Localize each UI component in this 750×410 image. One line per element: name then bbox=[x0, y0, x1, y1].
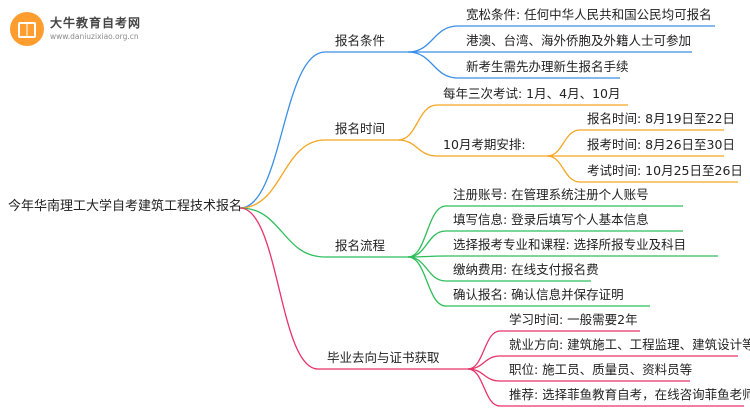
time-item: 10月考期安排: bbox=[443, 137, 526, 152]
graduation-item: 就业方向: 建筑施工、工程监理、建筑设计等 bbox=[509, 337, 750, 352]
connector bbox=[397, 104, 438, 141]
connector-root-to-branch bbox=[239, 207, 326, 258]
branch-graduation-certificate: 毕业去向与证书获取 bbox=[327, 350, 440, 365]
branch-registration-process: 报名流程 bbox=[335, 238, 386, 253]
branch-registration-conditions: 报名条件 bbox=[335, 33, 386, 48]
connector bbox=[407, 256, 447, 282]
connector-root-to-branch bbox=[239, 139, 326, 209]
root-node: 今年华南理工大学自考建筑工程技术报名 bbox=[8, 199, 243, 214]
connector bbox=[546, 155, 581, 183]
condition-item: 宽松条件: 任何中华人民共和国公民均可报名 bbox=[466, 7, 712, 22]
connector bbox=[407, 51, 459, 79]
connector bbox=[407, 230, 447, 258]
branch-registration-time: 报名时间 bbox=[335, 121, 386, 136]
connector bbox=[397, 139, 438, 157]
process-step: 选择报考专业和课程: 选择所报专业及科目 bbox=[453, 237, 687, 252]
connector-root-to-branch bbox=[239, 207, 319, 370]
october-schedule-item: 报考时间: 8月26日至30日 bbox=[587, 137, 735, 152]
graduation-item: 学习时间: 一般需要2年 bbox=[509, 312, 638, 327]
time-item: 每年三次考试: 1月、4月、10月 bbox=[443, 86, 621, 101]
connector bbox=[407, 256, 447, 307]
connector bbox=[407, 25, 459, 53]
october-schedule-item: 报名时间: 8月19日至22日 bbox=[587, 111, 735, 126]
connector-root-to-branch bbox=[239, 51, 326, 209]
logo-title: 大牛教育自考网 bbox=[50, 16, 142, 30]
process-step: 确认报名: 确认信息并保存证明 bbox=[453, 287, 624, 302]
logo-url: www.daniuzixiao.org.cn bbox=[50, 32, 139, 41]
connector bbox=[407, 205, 447, 258]
graduation-item: 推荐: 选择菲鱼教育自考，在线咨询菲鱼老师 bbox=[509, 387, 750, 402]
logo: 大牛教育自考网 www.daniuzixiao.org.cn bbox=[10, 10, 145, 50]
condition-item: 新考生需先办理新生报名手续 bbox=[466, 59, 629, 74]
connector bbox=[467, 330, 501, 370]
condition-item: 港澳、台湾、海外侨胞及外籍人士可参加 bbox=[466, 33, 692, 48]
process-step: 注册账号: 在管理系统注册个人账号 bbox=[453, 187, 649, 202]
process-step: 填写信息: 登录后填写个人基本信息 bbox=[453, 212, 649, 227]
book-icon bbox=[10, 12, 44, 46]
october-schedule-item: 考试时间: 10月25日至26日 bbox=[587, 163, 743, 178]
connector bbox=[546, 129, 581, 157]
graduation-item: 职位: 施工员、质量员、资料员等 bbox=[509, 362, 693, 377]
connector bbox=[467, 368, 501, 407]
process-step: 缴纳费用: 在线支付报名费 bbox=[453, 262, 599, 277]
